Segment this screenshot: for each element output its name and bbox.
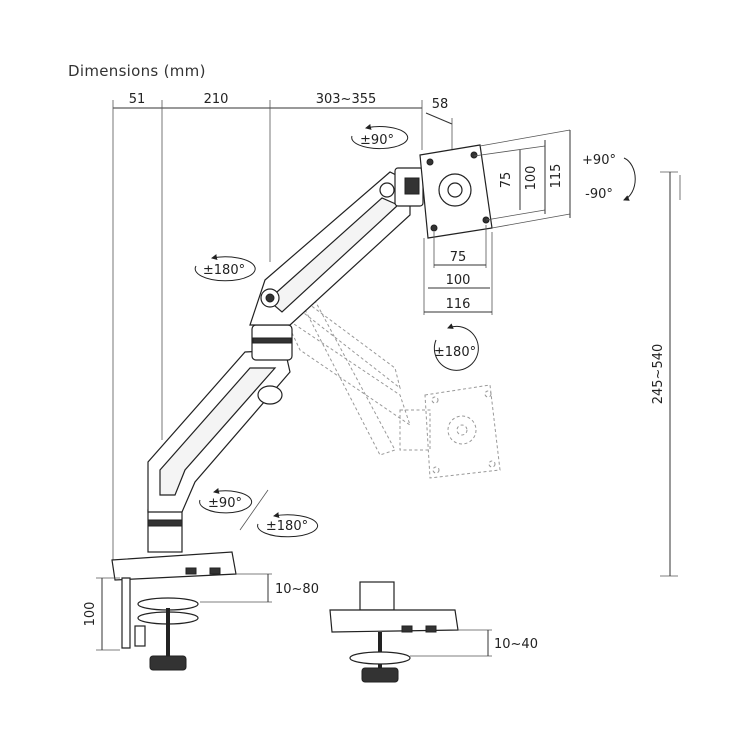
svg-text:±180°: ±180° bbox=[434, 345, 476, 360]
clamp-dims: 10~80 100 bbox=[83, 573, 319, 651]
dim-100: 100 bbox=[83, 602, 98, 627]
rotation-monitor: ±180° bbox=[433, 323, 479, 371]
rotation-elbow-swivel: ±180° bbox=[194, 254, 256, 282]
vesa-v-100: 100 bbox=[524, 166, 539, 191]
vesa-v-115: 115 bbox=[549, 164, 564, 189]
grommet-dims: 10~40 bbox=[410, 629, 538, 657]
vesa-vertical-dims: 75 100 115 bbox=[499, 130, 571, 218]
dim-210: 210 bbox=[204, 92, 229, 107]
svg-text:±90°: ±90° bbox=[360, 133, 394, 148]
vesa-v-75: 75 bbox=[499, 172, 514, 189]
dim-58: 58 bbox=[432, 97, 449, 112]
top-dimension-line: 51 210 303~355 58 bbox=[112, 92, 453, 568]
height-dimension: 245~540 bbox=[651, 171, 681, 577]
rotation-head-swivel: ±90° bbox=[351, 123, 409, 150]
dim-245-540: 245~540 bbox=[651, 344, 666, 405]
vesa-horizontal-dims: 75 100 116 bbox=[423, 225, 493, 315]
rotation-base-swivel: ±90° bbox=[199, 488, 253, 514]
svg-text:-90°: -90° bbox=[585, 187, 613, 202]
grommet-base bbox=[329, 581, 459, 683]
svg-text:±180°: ±180° bbox=[266, 519, 308, 534]
svg-text:±90°: ±90° bbox=[208, 496, 242, 511]
svg-text:±180°: ±180° bbox=[203, 263, 245, 278]
pole bbox=[147, 509, 183, 553]
rotation-base: ±180° bbox=[257, 512, 319, 538]
rotation-tilt: +90° -90° bbox=[582, 153, 636, 202]
diagram-title: Dimensions (mm) bbox=[68, 62, 206, 80]
dim-10-40: 10~40 bbox=[494, 637, 538, 652]
clamp-base bbox=[111, 551, 237, 671]
vesa-plate bbox=[419, 129, 571, 239]
svg-text:+90°: +90° bbox=[582, 153, 616, 168]
ghost-lowered-arm bbox=[283, 289, 501, 479]
dim-10-80: 10~80 bbox=[275, 582, 319, 597]
vesa-h-116: 116 bbox=[446, 297, 471, 312]
dim-51: 51 bbox=[129, 92, 146, 107]
dim-303-355: 303~355 bbox=[316, 92, 377, 107]
vesa-h-100: 100 bbox=[446, 273, 471, 288]
monitor-arm bbox=[147, 167, 424, 553]
vesa-h-75: 75 bbox=[450, 250, 467, 265]
